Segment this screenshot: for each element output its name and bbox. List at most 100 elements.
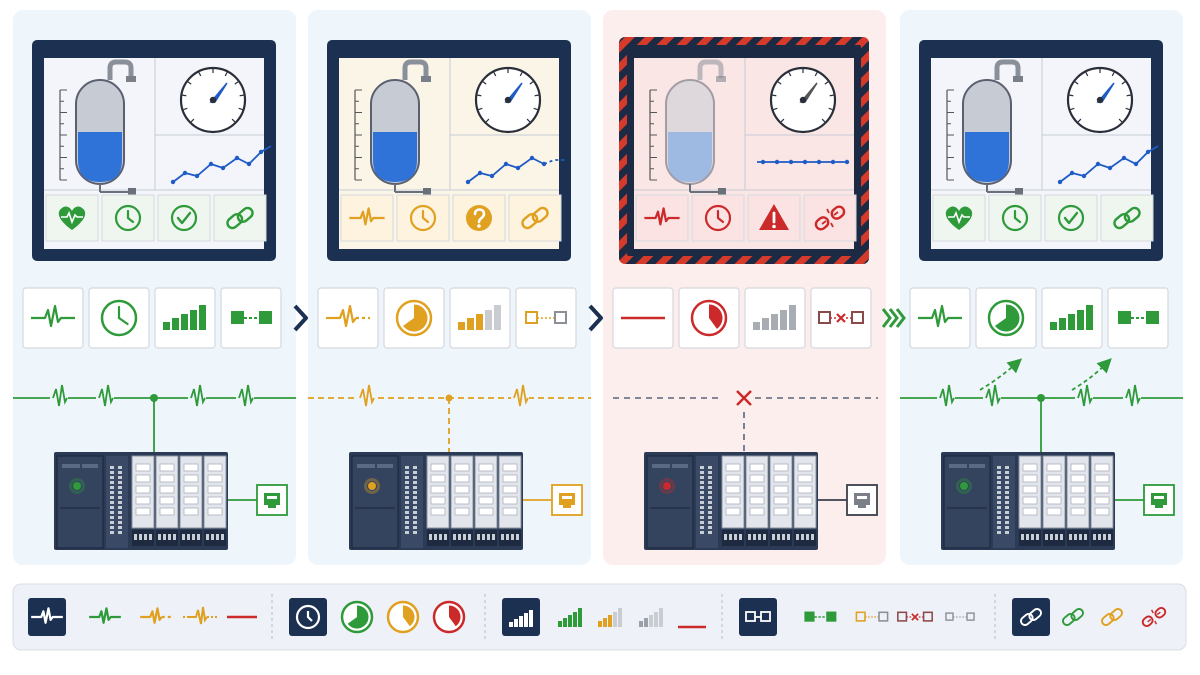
- io-label-slot: [454, 496, 470, 505]
- io-label-slot: [1022, 485, 1038, 494]
- gauge-tick: [1070, 107, 1075, 111]
- link-broken: [897, 611, 933, 622]
- card-icon: [458, 305, 501, 330]
- bus-gap: [357, 396, 375, 400]
- tile-icon: [1057, 204, 1085, 232]
- io-connector: [132, 530, 154, 546]
- io-label-slot: [725, 507, 741, 516]
- trend-point: [208, 161, 214, 167]
- io-pin: [1060, 534, 1063, 540]
- io-connector: [1091, 530, 1113, 546]
- io-pin: [506, 534, 509, 540]
- bus-pulse: [359, 384, 375, 407]
- io-label-slot: [797, 474, 813, 483]
- gauge-tick: [239, 94, 244, 97]
- plc-terminal: [413, 496, 417, 499]
- tile-icon: [814, 205, 846, 231]
- link-node: [855, 611, 866, 622]
- io-pin: [463, 534, 466, 540]
- io-label-slot: [159, 474, 175, 483]
- gauge-icon: [1066, 66, 1134, 134]
- tank-icon: [370, 59, 431, 196]
- tank-pipe: [994, 59, 1021, 80]
- plc-status-led-glow: [364, 478, 380, 494]
- bus-pulse: [190, 384, 206, 407]
- plc-terminal-block: [401, 456, 423, 548]
- status-card-recovered: [909, 287, 971, 349]
- link-node: [897, 611, 908, 622]
- check-circle: [1057, 204, 1085, 232]
- io-pin: [187, 534, 190, 540]
- card-icon: [1050, 305, 1093, 330]
- tile-icon: [1113, 206, 1141, 230]
- signal-bar: [644, 618, 648, 627]
- io-pin: [197, 534, 200, 540]
- plc-terminal: [118, 506, 122, 509]
- card-icon: [690, 299, 728, 337]
- io-label-slot: [1022, 474, 1038, 483]
- plc-terminal: [405, 471, 409, 474]
- plc-terminal: [405, 521, 409, 524]
- status-card-degraded: [383, 287, 445, 349]
- tank-liquid: [78, 132, 122, 182]
- card-icon: [818, 311, 864, 324]
- io-pin: [511, 534, 514, 540]
- io-pin: [434, 534, 437, 540]
- network-bus-degraded: [308, 384, 591, 452]
- io-pin: [753, 534, 756, 540]
- signal-bar: [780, 310, 787, 330]
- io-pin: [801, 534, 804, 540]
- chain-glyph: [1020, 608, 1042, 626]
- gauge-tick: [828, 107, 833, 111]
- trend-chart: [465, 155, 566, 185]
- plc-terminal: [405, 496, 409, 499]
- chain-glyph: [1062, 608, 1084, 626]
- plc-terminal: [1005, 516, 1009, 519]
- signal-bar: [789, 305, 796, 330]
- trend-point: [529, 155, 535, 161]
- plc-terminal: [700, 501, 704, 504]
- signal-bar: [494, 305, 501, 330]
- card-icon: [326, 304, 370, 328]
- bus-pulse: [238, 384, 254, 407]
- io-pin: [468, 534, 471, 540]
- plc-terminal: [997, 481, 1001, 484]
- hmi-status-tile: [635, 194, 689, 242]
- check-mark: [1063, 211, 1079, 225]
- io-pin: [139, 534, 142, 540]
- plc-terminal: [1005, 521, 1009, 524]
- plc-terminal: [708, 511, 712, 514]
- plc-terminal: [1005, 481, 1009, 484]
- status-card-healthy: [220, 287, 282, 349]
- io-pin: [149, 534, 152, 540]
- level-scale: [354, 89, 362, 181]
- clock-hand: [117, 316, 129, 326]
- chain-glyph: [1141, 606, 1167, 628]
- gauge-tick: [824, 81, 829, 85]
- link-node: [1118, 311, 1131, 324]
- io-label-slot: [749, 463, 765, 472]
- io-pin: [501, 534, 504, 540]
- link-node: [826, 611, 837, 622]
- gauge-tick: [533, 107, 538, 111]
- signal-bar: [1050, 322, 1057, 330]
- io-label-slot: [1070, 507, 1086, 516]
- signal-bar: [458, 322, 465, 330]
- chain-loop: [1141, 615, 1154, 628]
- plc-terminal: [413, 531, 417, 534]
- check-mark: [176, 211, 192, 225]
- io-pin: [787, 534, 790, 540]
- port-contacts: [1154, 496, 1164, 499]
- signal-bar: [654, 612, 658, 627]
- io-pin: [1069, 534, 1072, 540]
- plc-rack-degraded: [349, 452, 583, 550]
- gauge-hub: [504, 96, 512, 104]
- plc-terminal: [118, 466, 122, 469]
- io-pin: [216, 534, 219, 540]
- hmi-status-tile: [101, 194, 155, 242]
- signal-bar: [613, 612, 617, 627]
- tank-liquid: [668, 132, 712, 182]
- trend-point: [1069, 170, 1075, 176]
- plc-terminal: [405, 486, 409, 489]
- card-icon: [231, 311, 272, 324]
